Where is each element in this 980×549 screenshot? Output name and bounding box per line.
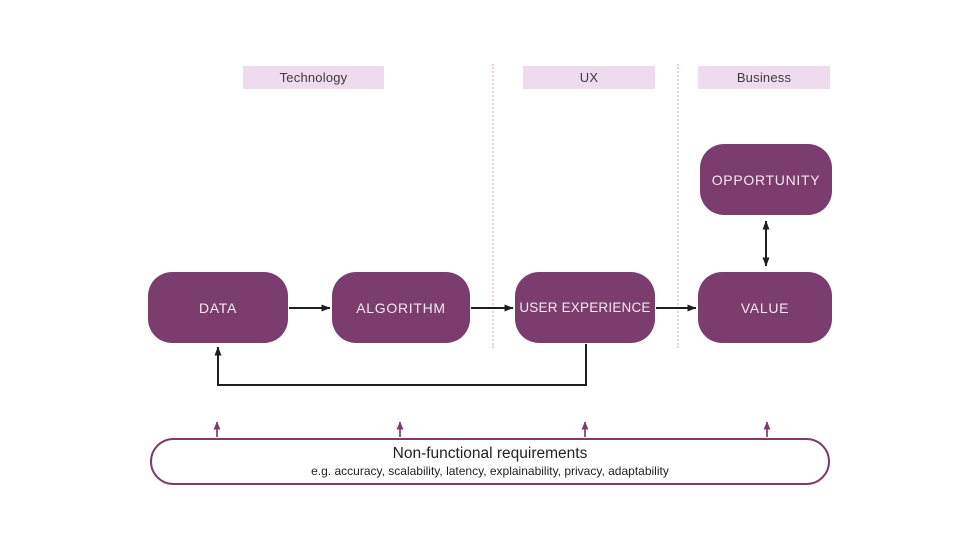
- section-divider-ux-business: [677, 64, 679, 348]
- section-divider-technology-ux: [492, 64, 494, 348]
- node-opportunity-label: OPPORTUNITY: [711, 171, 821, 188]
- node-user-experience: USER EXPERIENCE: [515, 272, 655, 343]
- section-label-business: Business: [698, 66, 830, 89]
- node-algorithm: ALGORITHM: [332, 272, 470, 343]
- nfr-subtitle: e.g. accuracy, scalability, latency, exp…: [311, 463, 669, 478]
- node-data-label: DATA: [198, 299, 238, 316]
- section-label-technology: Technology: [243, 66, 384, 89]
- node-algorithm-label: ALGORITHM: [356, 299, 446, 316]
- nfr-box: Non-functional requirements e.g. accurac…: [150, 438, 830, 485]
- node-data: DATA: [148, 272, 288, 343]
- nfr-title: Non-functional requirements: [392, 445, 588, 462]
- arrow-feedback-user-experience-to-data: [214, 344, 587, 386]
- node-value: VALUE: [698, 272, 832, 343]
- node-value-label: VALUE: [740, 299, 790, 316]
- node-opportunity: OPPORTUNITY: [700, 144, 832, 215]
- section-label-ux: UX: [523, 66, 655, 89]
- node-user-experience-label: USER EXPERIENCE: [519, 300, 651, 315]
